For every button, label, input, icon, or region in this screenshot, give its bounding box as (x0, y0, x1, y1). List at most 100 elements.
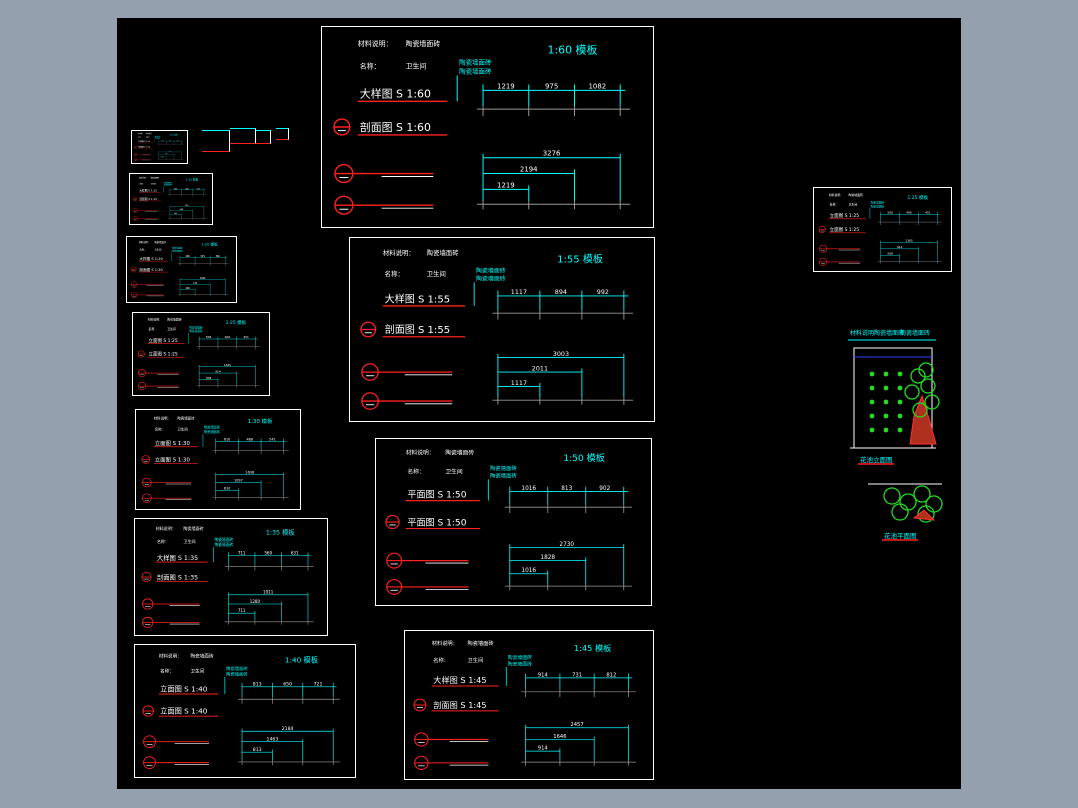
note-label: 陶瓷墙面砖 (164, 181, 172, 184)
dimension-value: 1280 (250, 599, 261, 604)
note-label: 陶瓷墙面砖 (189, 329, 203, 333)
drawing-title: 大样图 S 1:15 (139, 189, 157, 193)
detail-symbol (143, 735, 156, 749)
planter-dot (869, 427, 875, 433)
note-label: 陶瓷墙面砖 (508, 660, 532, 667)
dimension-value: 1097 (234, 479, 243, 483)
name-label: 名称： (155, 427, 165, 432)
material-label: 材料说明： (139, 240, 150, 244)
sheet-drawing: 材料说明：陶瓷墙面砖名称：卫生间陶瓷墙面砖陶瓷墙面砖1:20 模板大样图 S 1… (130, 240, 229, 299)
note-label: 陶瓷墙面砖 (226, 665, 248, 672)
section-symbol (360, 321, 377, 338)
detail-symbol (142, 598, 154, 610)
dimension-value: 325 (200, 255, 205, 258)
planter-dot (897, 371, 903, 377)
dimension-value: 3003 (553, 351, 569, 358)
dimension-value: 508 (206, 376, 212, 380)
dimension-value: 508 (887, 252, 893, 256)
name-value: 卫生间 (154, 248, 162, 252)
detail-symbol (142, 616, 154, 628)
note-label: 陶瓷墙面砖 (204, 429, 221, 434)
material-value: 陶瓷墙面砖 (154, 240, 166, 244)
dimension-value: 3276 (543, 150, 561, 158)
drawing-title: 剖面图 S 1:35 (157, 572, 198, 581)
name-label: 名称： (433, 656, 449, 664)
drawing-title: 剖面图 S 1:10 (138, 145, 150, 149)
drawing-title: 剖面图 S 1:55 (385, 323, 450, 336)
dimension-value: 1016 (521, 486, 536, 492)
dimension-value: 406 (185, 255, 190, 258)
foliage (925, 495, 943, 513)
name-value: 卫生间 (405, 62, 426, 71)
drawing-title: 平面图 S 1:50 (407, 517, 466, 528)
detail-symbol (138, 369, 146, 378)
material-value: 陶瓷墙面砖 (405, 39, 440, 48)
dimension-value: 163 (169, 140, 171, 142)
section-symbol (133, 145, 137, 149)
dimension-value: 914 (897, 245, 903, 249)
note-label: 陶瓷墙面砖 (189, 325, 203, 329)
drawing-title: 大样图 S 1:60 (360, 86, 431, 100)
scale-title: 1:10 模板 (170, 132, 178, 136)
mini-legend-2 (230, 128, 256, 144)
note-label: 陶瓷墙面砖 (204, 425, 221, 430)
material-label: 材料说明： (139, 176, 148, 180)
material-label: 材料说明： (138, 132, 144, 135)
detail-symbol (133, 208, 138, 214)
drawing-title: 剖面图 S 1:15 (139, 197, 157, 201)
sheet-drawing: 材料说明：陶瓷墙面砖名称：卫生间陶瓷墙面砖陶瓷墙面砖1:25 模板立面图 S 1… (137, 318, 260, 391)
dimension-value: 488 (246, 437, 253, 441)
detail-symbol (414, 732, 429, 747)
section-symbol (132, 196, 138, 202)
scale-title: 1:25 模板 (226, 319, 247, 326)
detail-symbol (143, 756, 156, 769)
scale-title: 1:20 模板 (201, 242, 218, 247)
material-label: 材料说明： (156, 525, 176, 531)
section-symbol (141, 455, 151, 464)
dimension-value: 1365 (905, 238, 912, 242)
dimension-value: 914 (215, 369, 221, 373)
planter-dot (883, 371, 889, 377)
section-symbol (137, 350, 145, 358)
drawing-title: 立面图 S 1:25 (149, 351, 178, 358)
section-symbol (142, 705, 154, 717)
section-symbol (141, 572, 152, 582)
detail-symbol (134, 152, 138, 156)
dimension-value: 1638 (245, 471, 254, 475)
section-symbol (413, 698, 427, 712)
foliage (913, 485, 931, 503)
note-label: 陶瓷墙面砖 (871, 201, 885, 205)
drawing-title: 大样图 S 1:35 (157, 553, 198, 562)
dimension-value: 305 (174, 188, 177, 190)
note-label: 陶瓷墙面砖 (490, 464, 517, 472)
dimension-value: 203 (161, 140, 163, 142)
name-label: 名称： (360, 62, 381, 71)
dimension-value: 548 (180, 209, 183, 211)
drawing-title: 立面图 S 1:25 (830, 226, 860, 233)
dimension-value: 610 (224, 437, 231, 441)
drawing-title: 立面图 S 1:25 (830, 212, 860, 219)
detail-symbol (142, 493, 152, 503)
planter-dot (883, 413, 889, 419)
detail-symbol (361, 392, 379, 410)
dimension-value: 914 (538, 672, 548, 678)
sheet-drawing: 材料说明：陶瓷墙面砖名称：卫生间陶瓷墙面砖陶瓷墙面砖1:60 模板大样图 S 1… (333, 39, 631, 215)
dimension-value: 1219 (497, 82, 515, 90)
name-value: 卫生间 (427, 269, 446, 278)
note-label: 陶瓷墙面砖 (459, 67, 492, 76)
dimension-value: 541 (269, 437, 276, 441)
